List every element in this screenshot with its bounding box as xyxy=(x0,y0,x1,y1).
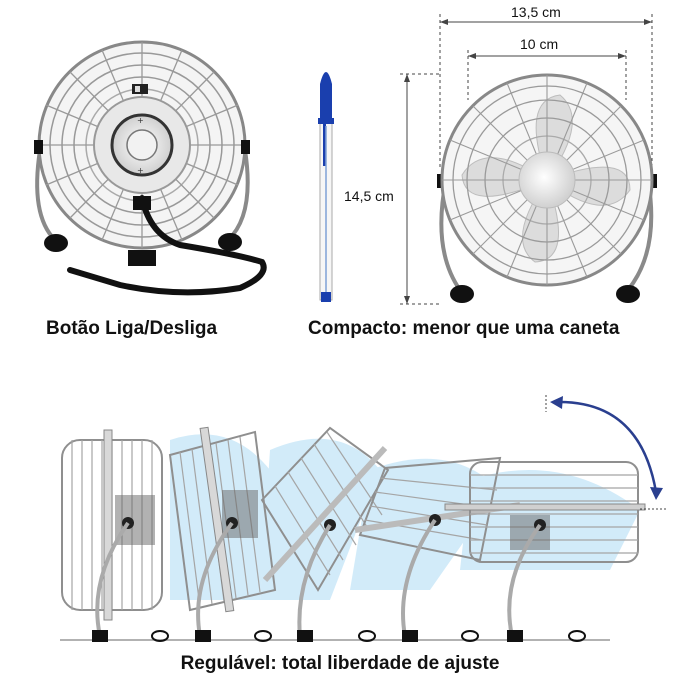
outer-width-label: 13,5 cm xyxy=(511,4,561,20)
adjustable-caption: Regulável: total liberdade de ajuste xyxy=(180,653,500,674)
tilt-fan-3 xyxy=(260,426,390,642)
front-fan xyxy=(437,73,657,303)
inner-width-label: 10 cm xyxy=(520,36,559,52)
svg-text:+: + xyxy=(137,116,144,125)
width-dimensions xyxy=(439,14,653,170)
power-button-caption: Botão Liga/Desliga xyxy=(46,318,218,339)
pen-illustration xyxy=(318,72,334,302)
tilt-sequence xyxy=(60,395,668,642)
power-cable xyxy=(67,195,267,296)
height-label: 14,5 cm xyxy=(344,188,394,204)
svg-text:+: + xyxy=(137,166,144,175)
tilt-fan-2 xyxy=(168,426,277,642)
rear-fan: + + xyxy=(34,40,267,296)
compact-caption: Compacto: menor que uma caneta xyxy=(308,318,620,339)
height-dimension xyxy=(400,73,440,305)
tilt-fan-1 xyxy=(61,429,169,642)
curved-double-arrow-icon xyxy=(550,396,663,500)
tilt-fan-5 xyxy=(444,461,646,642)
